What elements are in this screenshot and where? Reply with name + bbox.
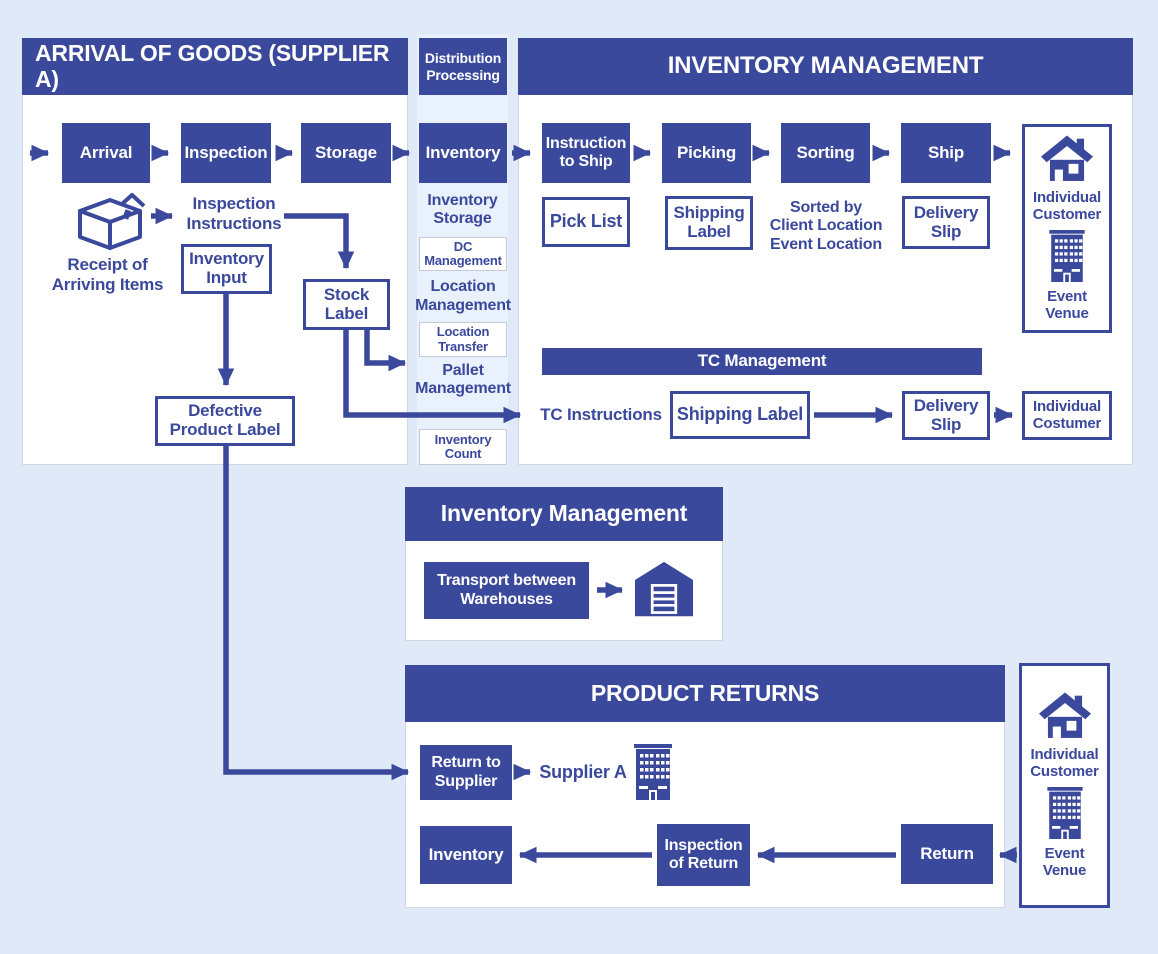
distribution-processing-box: Distribution Processing (419, 38, 507, 95)
customer-panel-bottom: Individual Customer Event Venue (1019, 663, 1110, 908)
individual-customer-label: Individual Customer (1032, 189, 1102, 224)
sorted-by-label: Sorted by Client Location Event Location (769, 198, 883, 253)
receipt-caption: Receipt of Arriving Items (51, 255, 164, 294)
transport-between-warehouses-box: Transport between Warehouses (424, 562, 589, 619)
tc-individual-costumer-box: Individual Costumer (1022, 391, 1112, 440)
supplier-building-icon (634, 744, 672, 800)
customer-panel-top: Individual Customer Event Venue (1022, 124, 1112, 333)
house-icon (1038, 692, 1091, 738)
tc-instructions-label: TC Instructions (540, 405, 662, 425)
supplier-a-label: Supplier A (539, 761, 627, 782)
inventory-input-box: Inventory Input (181, 244, 272, 294)
inspection-of-return-box: Inspection of Return (657, 824, 750, 886)
warehouse-panel-title: Inventory Management (405, 487, 723, 541)
tc-delivery-slip-box: Delivery Slip (902, 391, 990, 440)
node-ship: Ship (901, 123, 991, 183)
return-box: Return (901, 824, 993, 884)
warehouse-icon (635, 561, 693, 617)
individual-customer-label: Individual Customer (1030, 746, 1099, 781)
event-venue-label: Event Venue (1042, 844, 1087, 879)
inventory-storage-label: Inventory Storage (427, 191, 498, 227)
delivery-slip-box: Delivery Slip (902, 196, 990, 249)
inventory-panel-title: INVENTORY MANAGEMENT (518, 38, 1133, 95)
location-management-label: Location Management (415, 278, 511, 314)
building-icon (1046, 786, 1083, 839)
returns-panel-title: PRODUCT RETURNS (405, 665, 1005, 722)
building-icon (1049, 229, 1085, 282)
house-icon (1041, 135, 1093, 181)
arrival-panel-title: ARRIVAL OF GOODS (SUPPLIER A) (22, 38, 408, 95)
pallet-management-label: Pallet Management (415, 361, 511, 397)
tc-shipping-label-box: Shipping Label (670, 391, 810, 439)
node-arrival: Arrival (62, 123, 150, 183)
dc-management-box: DC Management (419, 237, 507, 271)
return-to-supplier-box: Return to Supplier (420, 745, 512, 800)
location-transfer-box: Location Transfer (419, 322, 507, 357)
inventory-count-box: Inventory Count (419, 429, 507, 465)
node-sorting: Sorting (781, 123, 870, 183)
stock-label-box: Stock Label (303, 279, 390, 330)
node-instruction-to-ship: Instruction to Ship (542, 123, 630, 183)
node-inventory: Inventory (419, 123, 507, 183)
node-picking: Picking (662, 123, 751, 183)
shipping-label-box: Shipping Label (665, 196, 753, 250)
event-venue-label: Event Venue (1045, 287, 1089, 322)
returns-inventory-box: Inventory (420, 826, 512, 884)
node-storage: Storage (301, 123, 391, 183)
node-inspection: Inspection (181, 123, 271, 183)
pick-list-box: Pick List (542, 197, 630, 247)
defective-product-label-box: Defective Product Label (155, 396, 295, 446)
tc-management-bar: TC Management (542, 348, 982, 375)
package-icon (78, 193, 146, 250)
inspection-instructions-label: Inspection Instructions (186, 194, 282, 233)
